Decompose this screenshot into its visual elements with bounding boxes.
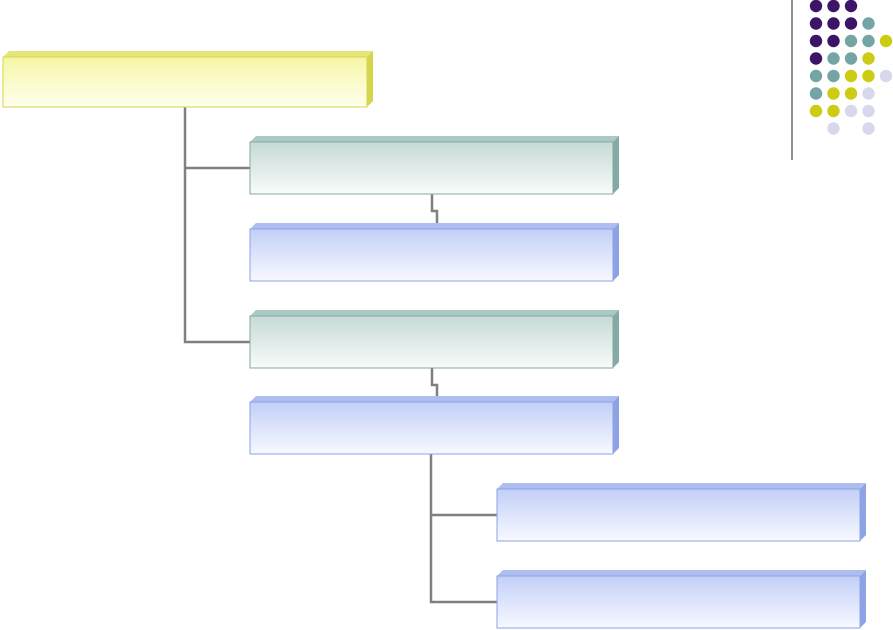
box-side-face <box>613 396 619 454</box>
connector-lines <box>183 107 497 604</box>
connector-detail-to-grandchild-2 <box>429 454 497 604</box>
decorative-dot <box>827 0 840 13</box>
decorative-dot <box>844 17 858 30</box>
box-top-face <box>250 223 619 229</box>
decorative-dot <box>862 87 875 100</box>
connector-child-1-to-detail <box>430 194 439 229</box>
box-root <box>2 51 373 108</box>
box-child-2-detail <box>249 396 619 455</box>
corner-dot-decoration <box>791 0 893 160</box>
decorative-dot <box>809 17 823 30</box>
decorative-dot <box>844 87 858 100</box>
decorative-dot <box>844 104 858 118</box>
box-top-face <box>497 483 866 489</box>
box-front-face <box>249 401 614 455</box>
box-front-face <box>496 488 861 542</box>
decorative-dot <box>844 52 858 65</box>
decorative-dot <box>827 34 840 48</box>
decorative-dot <box>827 17 840 30</box>
box-side-face <box>613 310 619 368</box>
decorative-dot <box>879 69 893 83</box>
box-side-face <box>613 223 619 281</box>
decorative-dot <box>809 0 823 13</box>
box-top-face <box>3 51 373 57</box>
decorative-dot <box>827 52 840 65</box>
box-front-face <box>2 56 368 108</box>
box-side-face <box>367 51 373 107</box>
box-front-face <box>249 315 614 369</box>
decorative-dot <box>827 104 840 118</box>
box-front-face <box>249 141 614 195</box>
decorative-dot <box>844 34 858 48</box>
box-side-face <box>613 136 619 194</box>
connector-root-to-child-2 <box>183 107 250 344</box>
decorative-dot <box>862 17 875 30</box>
decorative-dot <box>862 34 875 48</box>
decorative-dot <box>862 122 875 135</box>
decorative-dot <box>809 69 823 83</box>
decorative-dot <box>827 87 840 100</box>
box-child-1-detail <box>249 223 619 282</box>
decorative-dot <box>844 69 858 83</box>
box-grandchild-1 <box>496 483 866 542</box>
decorative-dot <box>862 69 875 83</box>
connector-child-2-to-detail <box>430 368 439 402</box>
decorative-dot <box>827 122 840 135</box>
box-top-face <box>250 396 619 402</box>
decorative-dot <box>809 34 823 48</box>
box-grandchild-2 <box>496 570 866 629</box>
box-child-2 <box>249 310 619 369</box>
box-child-1 <box>249 136 619 195</box>
diagram-boxes <box>2 51 866 629</box>
decorative-dot <box>809 104 823 118</box>
decorative-dot <box>827 69 840 83</box>
decorative-dot <box>809 87 823 100</box>
decorative-dot <box>809 52 823 65</box>
box-front-face <box>496 575 861 629</box>
box-side-face <box>860 483 866 541</box>
box-front-face <box>249 228 614 282</box>
box-top-face <box>497 570 866 576</box>
decorative-dot <box>879 34 893 48</box>
decorative-dot <box>862 104 875 118</box>
box-top-face <box>250 310 619 316</box>
box-top-face <box>250 136 619 142</box>
decorative-dot <box>862 52 875 65</box>
box-side-face <box>860 570 866 628</box>
decorative-dot <box>844 0 858 13</box>
